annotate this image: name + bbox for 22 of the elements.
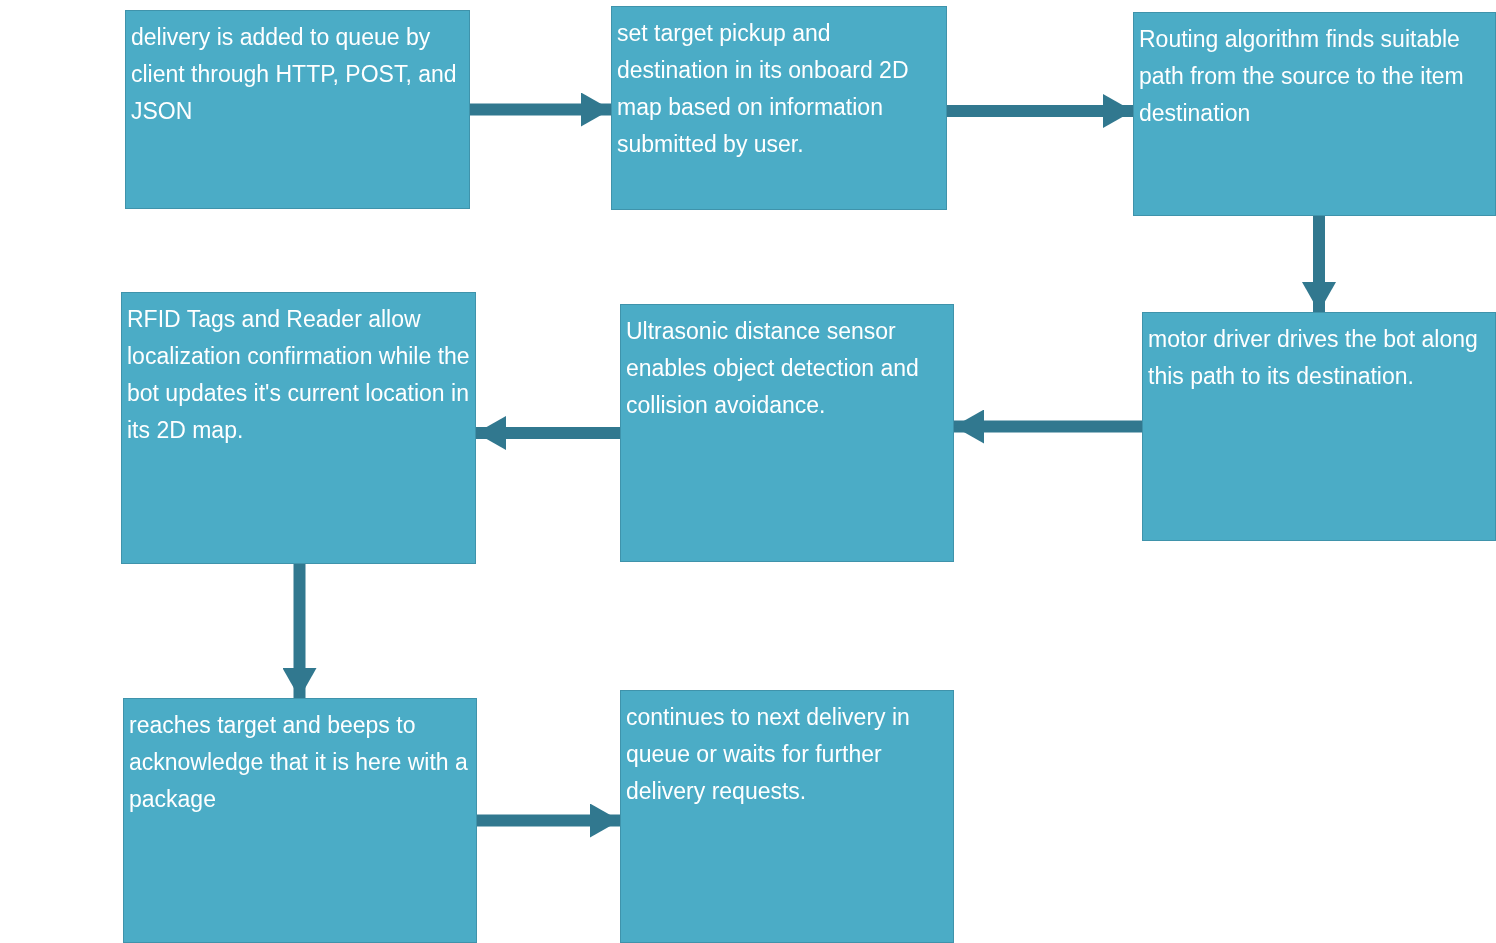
process-box [620, 304, 954, 562]
step-text: continues to next delivery in queue or waits for further delivery requests. [626, 703, 911, 806]
arrow [470, 92, 611, 127]
process-box [611, 6, 947, 210]
process-box [123, 698, 477, 943]
step-text: reaches target and beeps to acknowledge that it is here with a package [129, 711, 469, 814]
arrow [954, 409, 1142, 444]
arrow [1302, 216, 1336, 312]
step-text: set target pickup and destination in its onboard 2D map based on information submitted by user. [617, 19, 910, 159]
step-text: motor driver drives the bot along this path to its destination. [1148, 325, 1479, 391]
arrow [947, 94, 1133, 128]
step-text: RFID Tags and Reader allow localization confirmation while the bot updates it's current location in its 2D map. [127, 305, 470, 445]
arrow [476, 416, 620, 450]
process-box [620, 690, 954, 943]
step-text: Ultrasonic distance sensor enables object detection and collision avoidance. [626, 317, 920, 420]
process-box [125, 10, 470, 209]
arrow [282, 564, 317, 698]
step-text: delivery is added to queue by client through HTTP, POST, and JSON [131, 23, 458, 126]
process-box [121, 292, 476, 564]
process-box [1133, 12, 1496, 216]
step-text: Routing algorithm finds suitable path from the source to the item destination [1139, 25, 1465, 128]
process-box [1142, 312, 1496, 541]
